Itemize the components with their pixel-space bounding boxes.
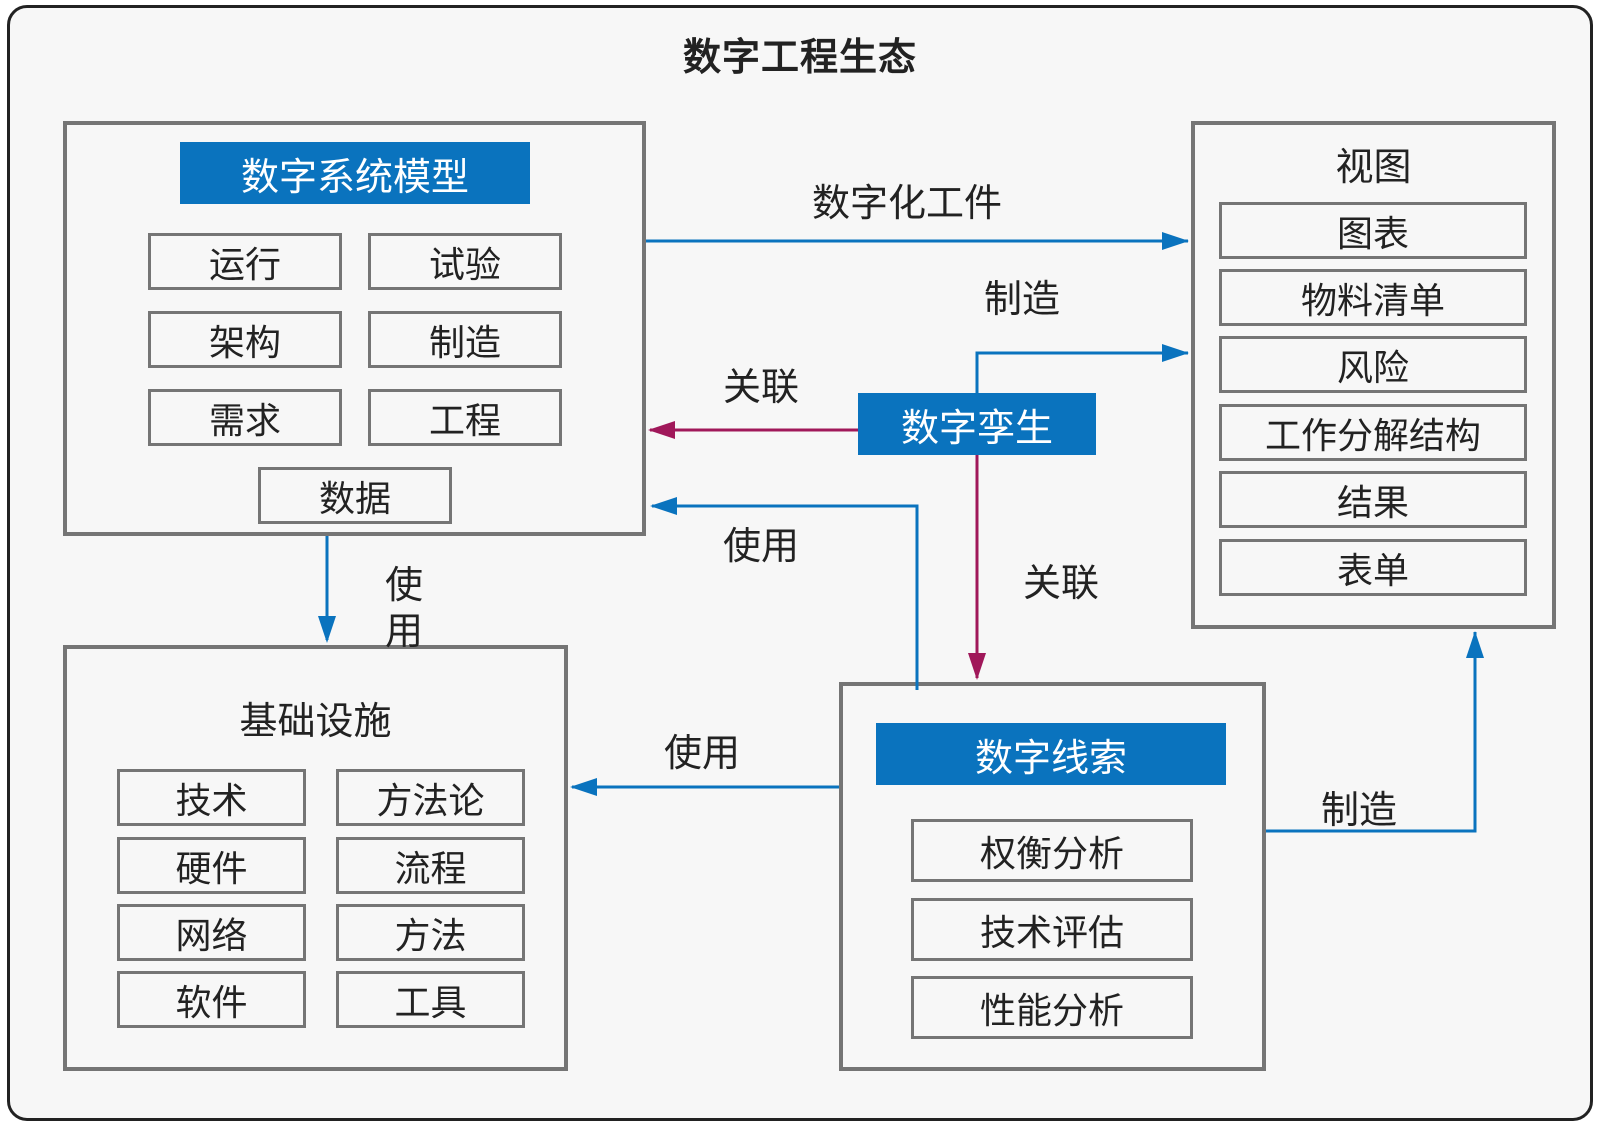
- model-item-architecture: 架构: [148, 311, 342, 368]
- arrow-thread-to-views: [1266, 632, 1477, 833]
- thread-item-tech-assessment: 技术评估: [911, 898, 1193, 961]
- label-twin-associate-thread: 关联: [1023, 561, 1100, 605]
- model-item-engineering: 工程: [368, 389, 562, 446]
- view-item-bom: 物料清单: [1219, 269, 1527, 326]
- infra-item-hardware: 硬件: [117, 837, 306, 894]
- views-header: 视图: [1335, 145, 1412, 189]
- arrowhead-model-right: [648, 421, 675, 439]
- model-item-data: 数据: [258, 467, 452, 524]
- label-thread-use-model: 使用: [723, 524, 800, 568]
- view-item-results: 结果: [1219, 471, 1527, 528]
- model-item-operation: 运行: [148, 233, 342, 290]
- digital-system-model-header: 数字系统模型: [180, 142, 530, 204]
- infra-item-methodology: 方法论: [336, 769, 525, 826]
- model-item-test: 试验: [368, 233, 562, 290]
- infra-item-process: 流程: [336, 837, 525, 894]
- label-thread-use-infra: 使用: [664, 731, 741, 775]
- label-model-use-1: 使: [385, 563, 424, 607]
- label-twin-associate: 关联: [723, 365, 800, 409]
- model-item-manufacturing: 制造: [368, 311, 562, 368]
- infra-item-technology: 技术: [117, 769, 306, 826]
- arrowhead-views-bottom: [1466, 631, 1484, 658]
- view-item-risk: 风险: [1219, 336, 1527, 393]
- arrowhead-model-lower: [650, 497, 677, 515]
- thread-item-tradeoff: 权衡分析: [911, 819, 1193, 882]
- view-item-chart: 图表: [1219, 202, 1527, 259]
- infrastructure-header: 基础设施: [239, 699, 392, 743]
- digital-twin-node: 数字孪生: [858, 393, 1096, 455]
- label-digital-artifacts: 数字化工件: [812, 181, 1003, 225]
- infra-item-tools: 工具: [336, 971, 525, 1028]
- view-item-wbs: 工作分解结构: [1219, 404, 1527, 461]
- arrowhead-thread-top: [968, 653, 986, 680]
- infra-item-method: 方法: [336, 904, 525, 961]
- infra-item-software: 软件: [117, 971, 306, 1028]
- diagram-title: 数字工程生态: [682, 35, 917, 79]
- infra-item-network: 网络: [117, 904, 306, 961]
- label-thread-manufacture: 制造: [1321, 788, 1398, 832]
- model-item-requirements: 需求: [148, 389, 342, 446]
- label-twin-manufacture: 制造: [984, 277, 1061, 321]
- arrowhead-infra-right: [570, 778, 597, 796]
- label-model-use-2: 用: [385, 609, 424, 653]
- thread-item-performance: 性能分析: [911, 976, 1193, 1039]
- arrow-thread-to-model: [652, 504, 919, 690]
- digital-thread-header: 数字线索: [876, 723, 1226, 785]
- view-item-forms: 表单: [1219, 539, 1527, 596]
- arrow-twin-to-views: [975, 351, 1188, 393]
- arrowhead-views-mid: [1162, 344, 1189, 362]
- arrowhead-views-top: [1162, 232, 1189, 250]
- arrowhead-infra-top: [318, 616, 336, 643]
